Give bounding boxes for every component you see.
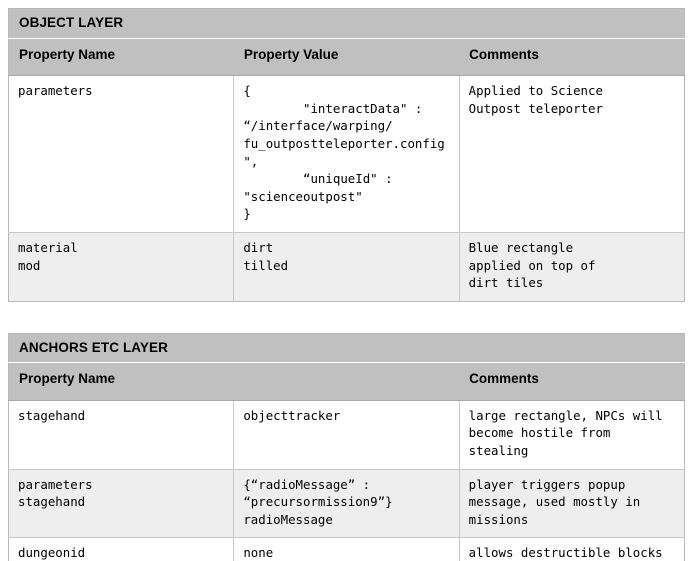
table-header-row: Property Name Comments bbox=[8, 362, 685, 401]
cell-property-name: parameters bbox=[8, 75, 234, 233]
column-header-comments: Comments bbox=[459, 38, 685, 76]
anchors-etc-layer-table: ANCHORS ETC LAYER Property Name Comments… bbox=[8, 332, 685, 561]
table-row: parameters { "interactData" : “/interfac… bbox=[8, 75, 685, 233]
table-title-row: OBJECT LAYER bbox=[8, 8, 685, 39]
table-row: stagehand objecttracker large rectangle,… bbox=[8, 399, 685, 470]
cell-property-name: material mod bbox=[8, 231, 234, 302]
cell-comment: Blue rectangle applied on top of dirt ti… bbox=[458, 231, 685, 302]
cell-property-value: dirt tilled bbox=[233, 231, 460, 302]
cell-property-value: objecttracker bbox=[233, 399, 460, 470]
column-header-property-value: Property Value bbox=[233, 38, 460, 76]
table-header-row: Property Name Property Value Comments bbox=[8, 38, 685, 76]
anchors-etc-layer-title: ANCHORS ETC LAYER bbox=[8, 333, 685, 364]
cell-comment: large rectangle, NPCs will become hostil… bbox=[458, 399, 685, 470]
cell-comment: player triggers popup message, used most… bbox=[458, 468, 685, 538]
column-header-property-value bbox=[233, 362, 460, 401]
object-layer-title: OBJECT LAYER bbox=[8, 8, 685, 39]
column-header-property-name: Property Name bbox=[8, 362, 234, 401]
cell-property-name: stagehand bbox=[8, 399, 234, 470]
cell-property-value: none bbox=[233, 537, 460, 561]
object-layer-table: OBJECT LAYER Property Name Property Valu… bbox=[8, 8, 685, 302]
table-row: dungeonid none allows destructible block… bbox=[8, 537, 685, 561]
cell-property-value: { "interactData" : “/interface/warping/ … bbox=[233, 75, 460, 233]
cell-comment: Applied to Science Outpost teleporter bbox=[458, 75, 685, 233]
table-row: parameters stagehand {“radioMessage” : “… bbox=[8, 468, 685, 538]
table-row: material mod dirt tilled Blue rectangle … bbox=[8, 231, 685, 302]
cell-comment: allows destructible blocks in a protecte… bbox=[458, 537, 685, 561]
cell-property-name: dungeonid bbox=[8, 537, 234, 561]
table-title-row: ANCHORS ETC LAYER bbox=[8, 333, 685, 364]
column-header-comments: Comments bbox=[459, 362, 685, 401]
cell-property-value: {“radioMessage” : “precursormission9”} r… bbox=[233, 468, 460, 538]
cell-property-name: parameters stagehand bbox=[8, 468, 234, 538]
column-header-property-name: Property Name bbox=[8, 38, 234, 76]
